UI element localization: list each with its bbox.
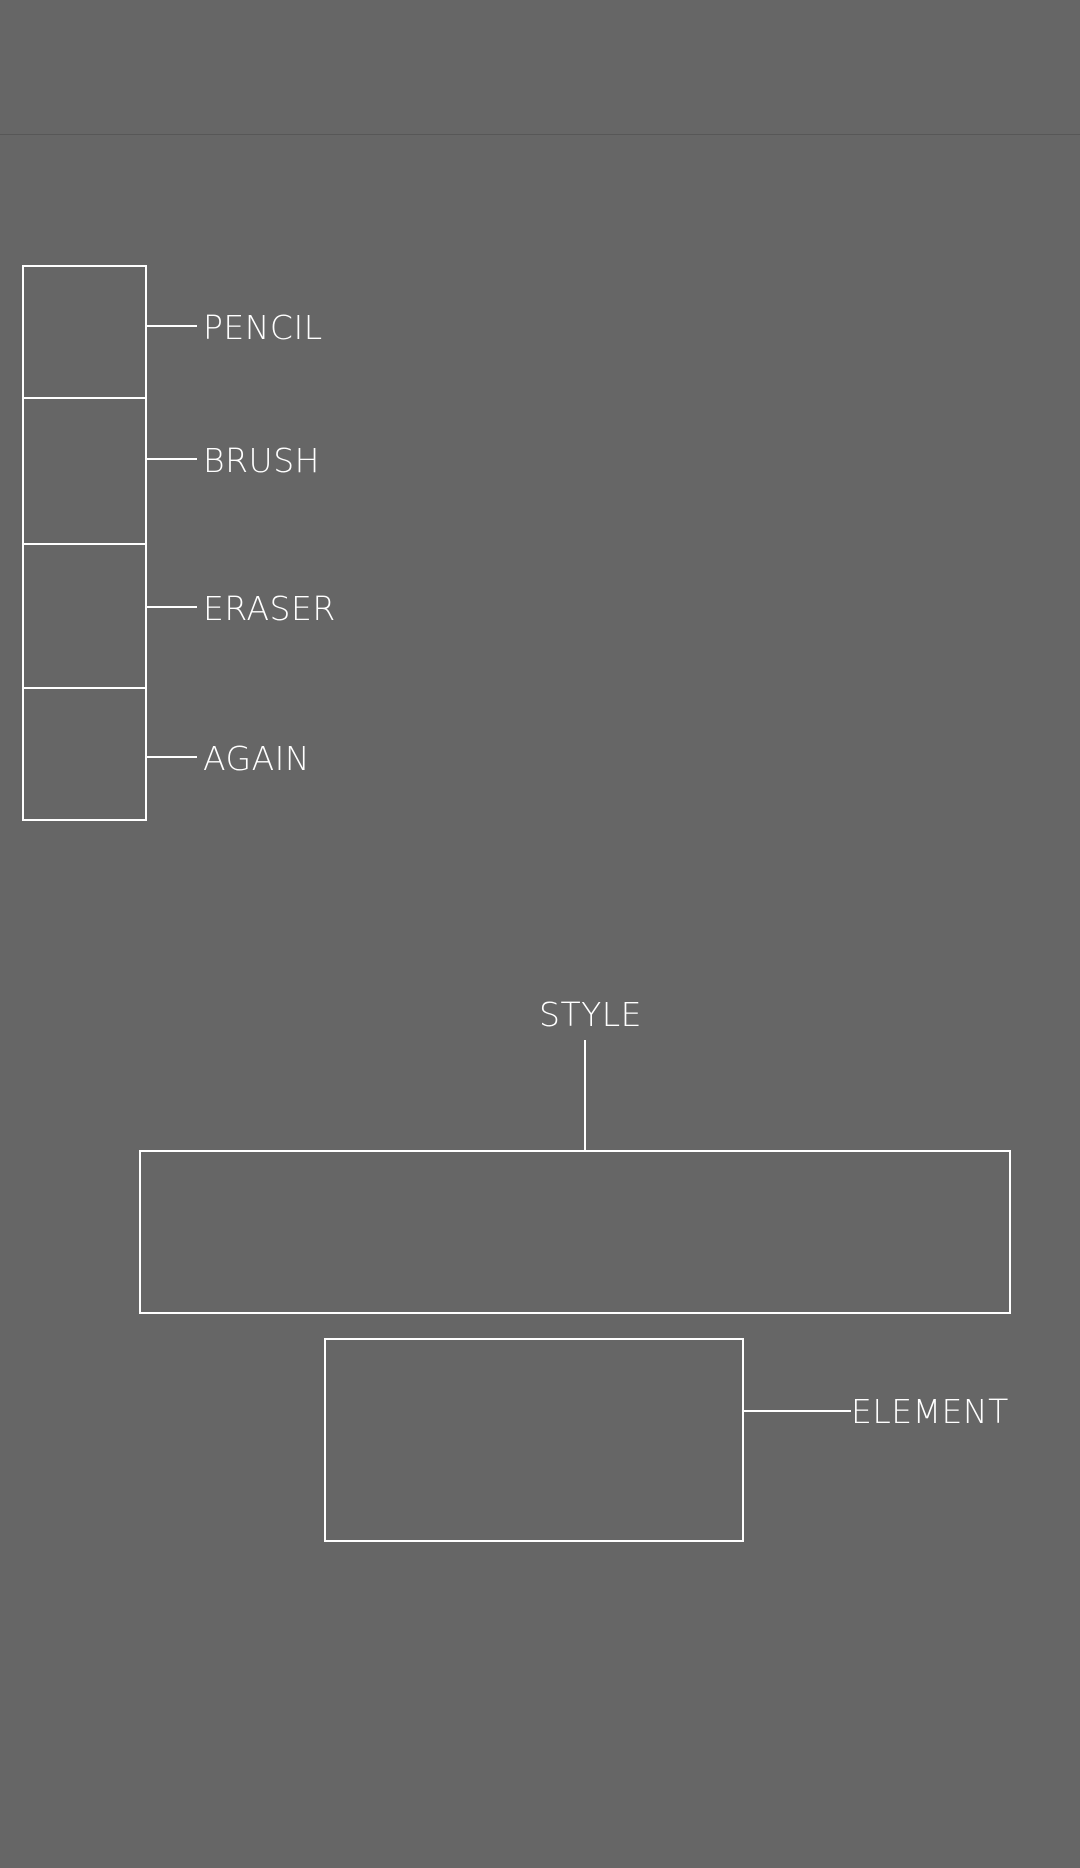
eraser-label: ERASER xyxy=(203,589,336,628)
element-panel[interactable] xyxy=(324,1338,744,1542)
style-leader-line xyxy=(584,1040,586,1151)
brush-leader-line xyxy=(147,458,197,460)
element-leader-line xyxy=(744,1410,851,1412)
eraser-leader-line xyxy=(147,606,197,608)
again-label: AGAIN xyxy=(203,739,311,778)
pencil-leader-line xyxy=(147,325,197,327)
brush-label: BRUSH xyxy=(203,441,320,480)
eraser-tool-box[interactable] xyxy=(22,543,147,689)
style-label: STYLE xyxy=(539,995,642,1034)
style-panel[interactable] xyxy=(139,1150,1011,1314)
again-leader-line xyxy=(147,756,197,758)
top-bar xyxy=(0,0,1080,135)
again-tool-box[interactable] xyxy=(22,687,147,821)
pencil-label: PENCIL xyxy=(203,308,323,347)
pencil-tool-box[interactable] xyxy=(22,265,147,399)
brush-tool-box[interactable] xyxy=(22,397,147,545)
element-label: ELEMENT xyxy=(851,1392,1009,1431)
